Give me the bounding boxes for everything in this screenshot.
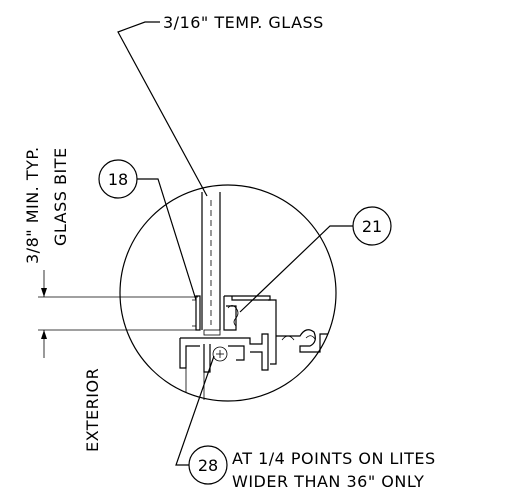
tag-18-leader [137,178,197,301]
tag-21-leader [239,225,353,313]
glass-bite-label: GLASS BITE [51,147,70,246]
tag-28-leader [175,355,215,466]
tag-28-text: 28 [198,456,218,475]
exterior-label: EXTERIOR [83,368,102,452]
dimension-arrow-bottom [41,330,47,339]
note-line-1: AT 1/4 POINTS ON LITES [232,449,436,468]
glass-callout-text: 3/16" TEMP. GLASS [163,13,324,32]
glass-bite-dimension-text: 3/8" MIN. TYP. [23,146,42,264]
tag-18-text: 18 [108,170,128,189]
glass-leader-line [117,21,208,197]
note-line-2: WIDER THAN 36" ONLY [232,472,424,491]
frame-extrusion [179,295,328,400]
detail-circle [119,184,337,402]
dimension-arrow-top [41,288,47,297]
tag-21-text: 21 [362,217,382,236]
